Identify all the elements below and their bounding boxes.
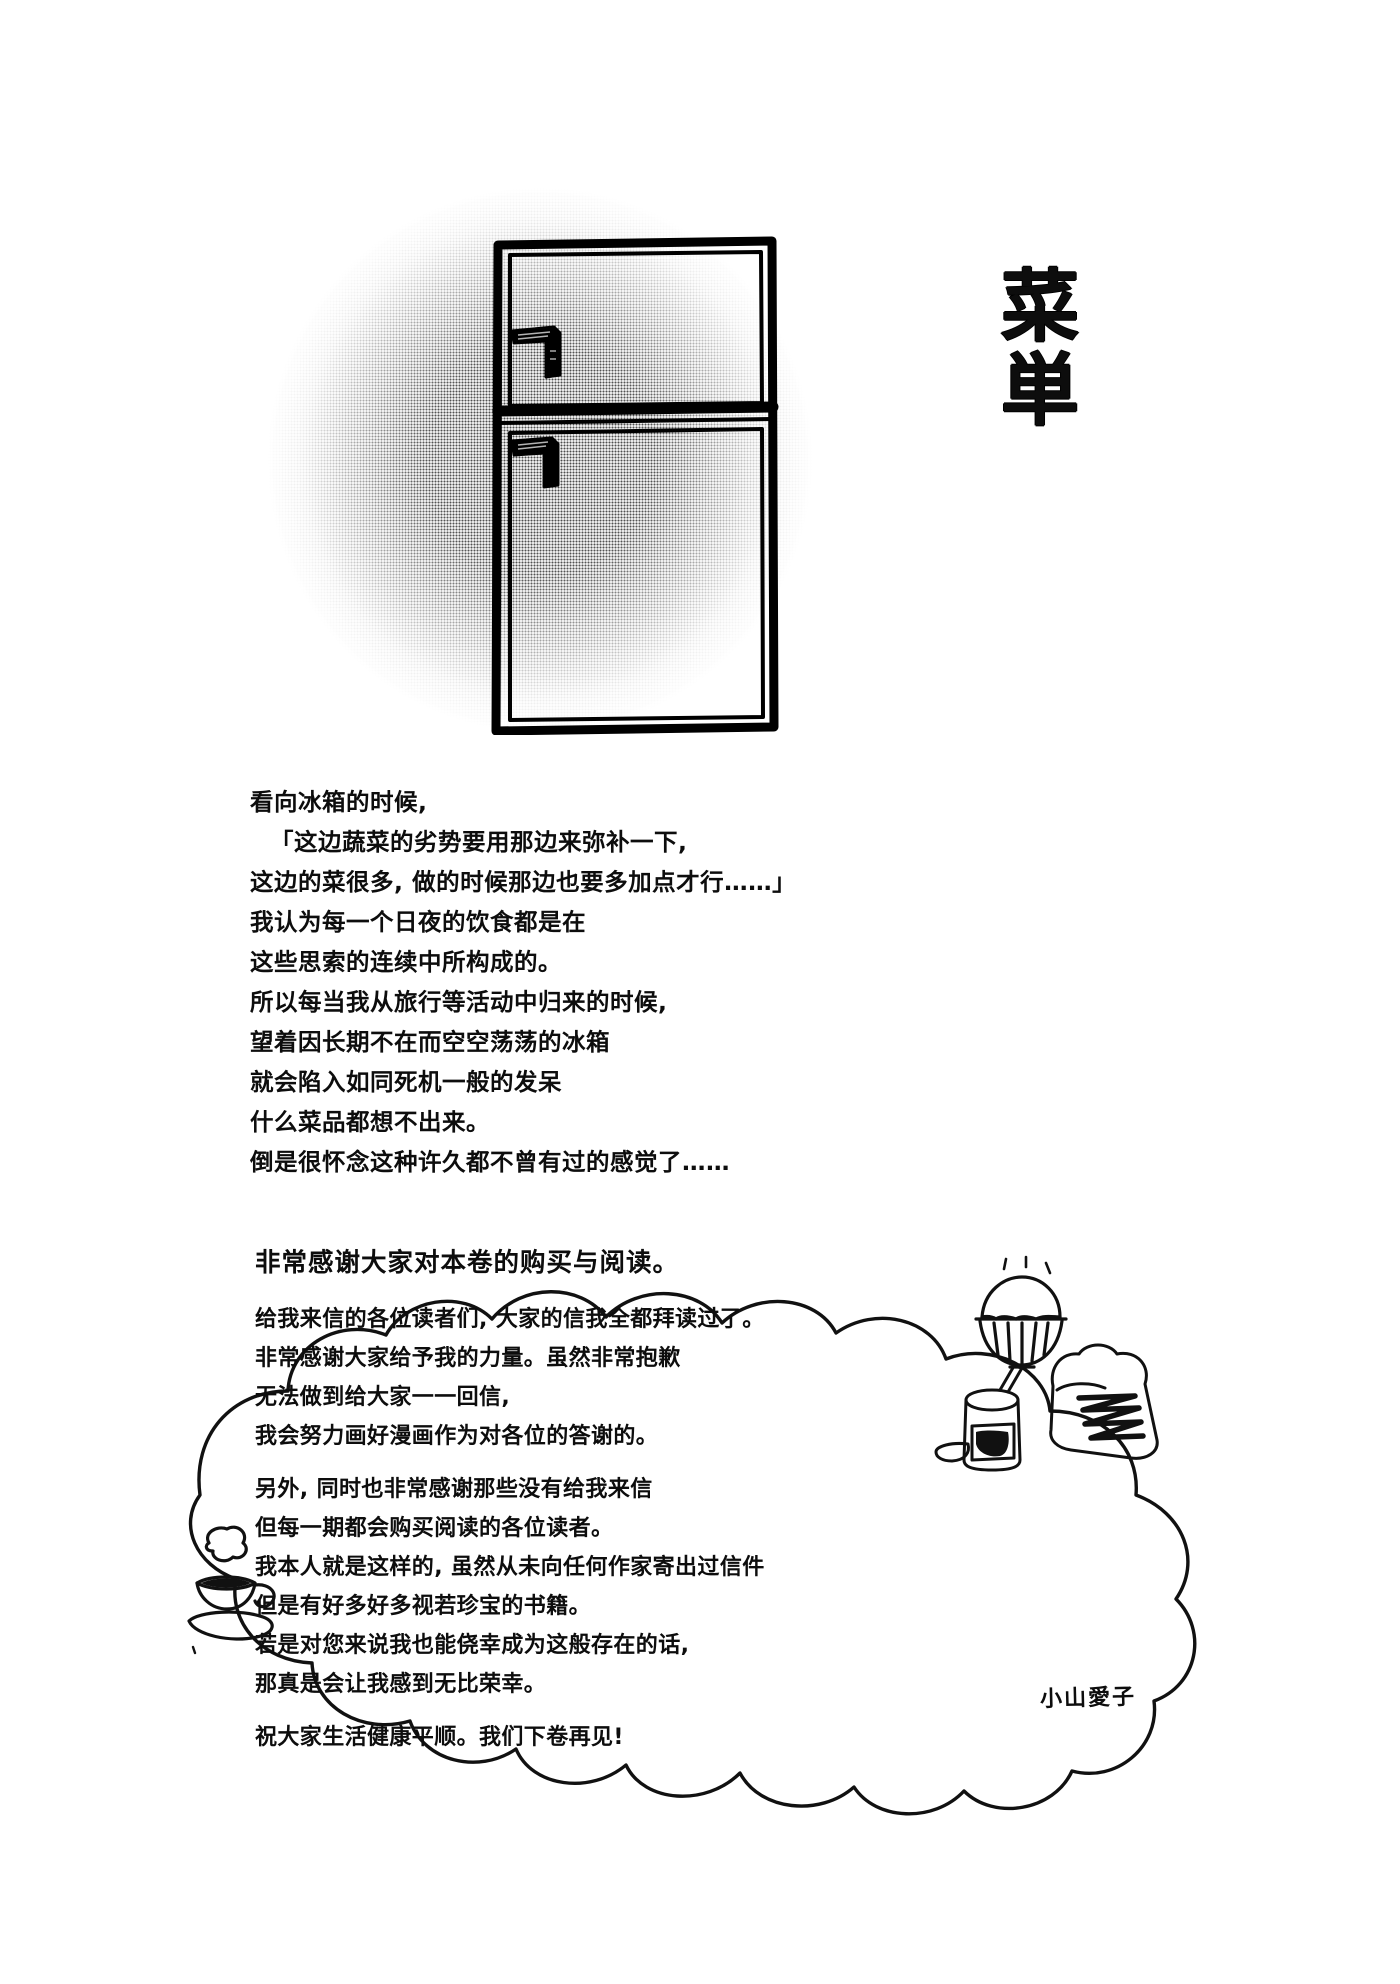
narration-text-block: 看向冰箱的时候, 「这边蔬菜的劣势要用那边来弥补一下, 这边的菜很多, 做的时候… — [250, 782, 1050, 1182]
narration-line: 我认为每一个日夜的饮食都是在 — [250, 908, 586, 936]
afterword-headline: 非常感谢大家对本卷的购买与阅读。 — [255, 1248, 680, 1278]
narration-line: 这些思索的连续中所构成的。 — [250, 948, 562, 976]
afterword-line: 那真是会让我感到无比荣幸。 — [255, 1672, 547, 1697]
afterword-line: 但是有好多好多视若珍宝的书籍。 — [255, 1594, 592, 1619]
narration-line: 这边的菜很多, 做的时候那边也要多加点才行……」 — [250, 868, 797, 896]
afterword-text: 非常感谢大家对本卷的购买与阅读。 给我来信的各位读者们, 大家的信我全都拜读过了… — [255, 1240, 1075, 1757]
narration-line: 「这边蔬菜的劣势要用那边来弥补一下, — [270, 828, 688, 856]
afterword-line: 但每一期都会购买阅读的各位读者。 — [255, 1516, 614, 1541]
narration-line: 什么菜品都想不出来。 — [250, 1108, 490, 1136]
afterword-paragraph: 给我来信的各位读者们, 大家的信我全都拜读过了。 非常感谢大家给予我的力量。虽然… — [255, 1300, 1075, 1456]
toast-slice-icon — [1035, 1340, 1170, 1465]
afterword-line: 祝大家生活健康平顺。我们下卷再见! — [255, 1725, 624, 1750]
narration-line: 所以每当我从旅行等活动中归来的时候, — [250, 988, 668, 1016]
afterword-line: 我本人就是这样的, 虽然从未向任何作家寄出过信件 — [255, 1555, 765, 1580]
jam-jar-icon — [930, 1360, 1060, 1475]
narration-line: 看向冰箱的时候, — [250, 788, 428, 816]
narration-line: 倒是很怀念这种许久都不曾有过的感觉了…… — [250, 1148, 730, 1176]
afterword-line: 我会努力画好漫画作为对各位的答谢的。 — [255, 1424, 659, 1449]
afterword-line: 另外, 同时也非常感谢那些没有给我来信 — [255, 1477, 653, 1502]
coffee-cup-icon — [185, 1525, 315, 1655]
page-title-vertical: 菜単 — [988, 265, 1078, 433]
afterword-paragraph: 另外, 同时也非常感谢那些没有给我来信 但每一期都会购买阅读的各位读者。 我本人… — [255, 1470, 1075, 1704]
narration-line: 望着因长期不在而空空荡荡的冰箱 — [250, 1028, 610, 1056]
thought-bubble — [140, 1195, 1270, 1840]
afterword-line: 非常感谢大家给予我的力量。虽然非常抱歉 — [255, 1346, 681, 1371]
afterword-line: 若是对您来说我也能侥幸成为这般存在的话, — [255, 1633, 690, 1658]
author-signature: 小山愛子 — [1039, 1684, 1137, 1713]
afterword-paragraph: 祝大家生活健康平顺。我们下卷再见! — [255, 1718, 1075, 1757]
narration-line: 就会陷入如同死机一般的发呆 — [250, 1068, 562, 1096]
refrigerator-illustration — [490, 235, 780, 735]
rice-bowl-icon — [960, 1255, 1080, 1375]
afterword-line: 给我来信的各位读者们, 大家的信我全都拜读过了。 — [255, 1307, 765, 1332]
afterword-line: 无法做到给大家一一回信, — [255, 1385, 511, 1410]
